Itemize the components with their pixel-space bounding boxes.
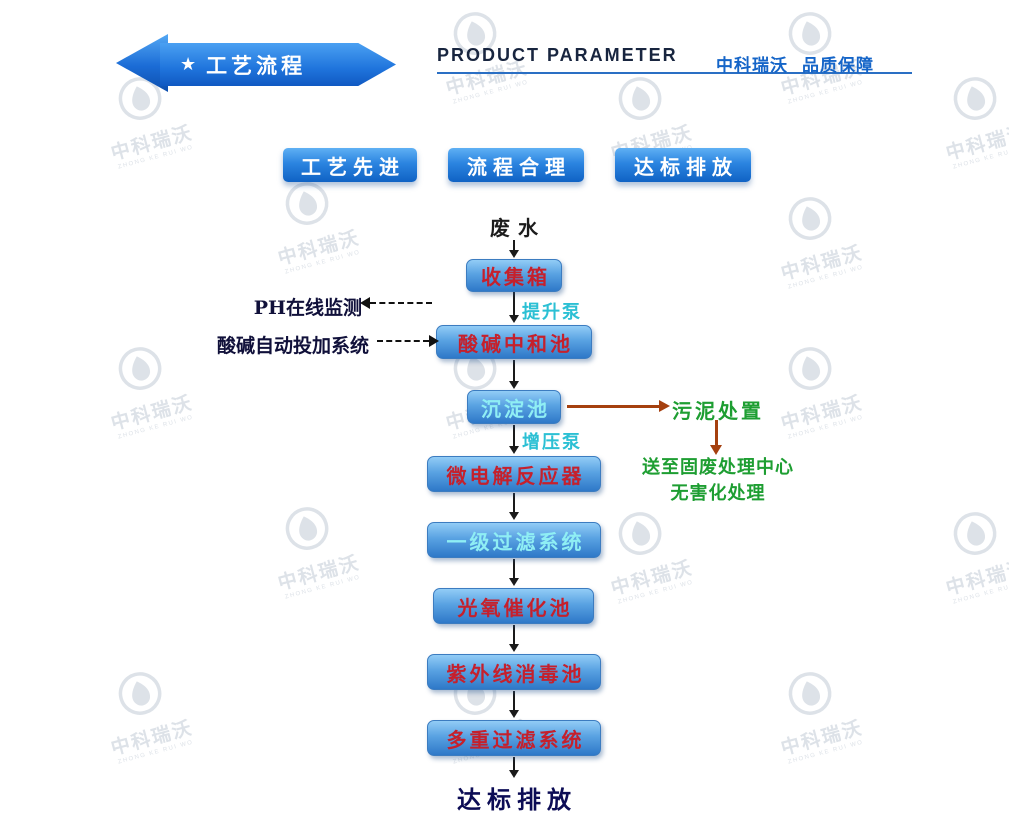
badge-advanced-process: 工艺先进 bbox=[283, 148, 417, 182]
badge-reasonable-flow: 流程合理 bbox=[448, 148, 584, 182]
product-parameter-heading: PRODUCT PARAMETER bbox=[437, 45, 678, 65]
flow-step-primary-filtration: 一级过滤系统 bbox=[427, 522, 601, 558]
flow-arrow bbox=[509, 240, 519, 258]
flow-end-standard-discharge: 达标排放 bbox=[457, 785, 577, 814]
flow-arrow bbox=[509, 292, 519, 323]
brand-slogan: 品质保障 bbox=[802, 56, 874, 75]
flow-step-neutralization-pool: 酸碱中和池 bbox=[436, 325, 592, 359]
flow-step-collection-box: 收集箱 bbox=[466, 259, 562, 292]
disposal-note-line1: 送至固废处理中心 bbox=[642, 457, 794, 478]
dashed-arrow-right-icon bbox=[377, 335, 439, 347]
boost-pump-label: 增压泵 bbox=[522, 432, 582, 453]
sludge-disposal-label: 污泥处置 bbox=[672, 399, 764, 423]
flow-arrow bbox=[509, 625, 519, 652]
flow-step-multi-filtration: 多重过滤系统 bbox=[427, 720, 601, 756]
flow-step-uv-disinfection-pool: 紫外线消毒池 bbox=[427, 654, 601, 690]
flow-arrow bbox=[509, 493, 519, 520]
flow-arrow bbox=[509, 360, 519, 389]
flow-step-microelectrolysis-reactor: 微电解反应器 bbox=[427, 456, 601, 492]
flow-step-sedimentation-pool: 沉淀池 bbox=[467, 390, 561, 424]
brand-name: 中科瑞沃 bbox=[716, 56, 788, 75]
star-icon: ★ bbox=[180, 53, 197, 75]
dosing-system-label: 酸碱自动投加系统 bbox=[216, 335, 369, 357]
flow-arrow bbox=[509, 757, 519, 778]
ph-monitor-label: PH在线监测 bbox=[253, 297, 362, 319]
flow-arrow bbox=[509, 559, 519, 586]
brand-line: 中科瑞沃品质保障 bbox=[716, 51, 874, 76]
flow-arrow bbox=[509, 425, 519, 454]
sludge-down-arrow-icon bbox=[710, 420, 722, 455]
disposal-note-line2: 无害化处理 bbox=[670, 483, 766, 504]
disposal-note: 送至固废处理中心 无害化处理 bbox=[612, 455, 824, 507]
dashed-arrow-left-icon bbox=[360, 297, 432, 309]
badge-standard-discharge: 达标排放 bbox=[615, 148, 751, 182]
lift-pump-label: 提升泵 bbox=[522, 302, 582, 323]
header-divider bbox=[437, 72, 912, 74]
flow-arrow bbox=[509, 691, 519, 718]
sludge-arrow-icon bbox=[567, 400, 670, 412]
flow-step-photooxidation-pool: 光氧催化池 bbox=[433, 588, 594, 624]
process-flow-banner: ★ 工艺流程 bbox=[160, 43, 396, 86]
banner-title: 工艺流程 bbox=[206, 54, 307, 78]
flow-start-wastewater: 废水 bbox=[490, 216, 546, 240]
